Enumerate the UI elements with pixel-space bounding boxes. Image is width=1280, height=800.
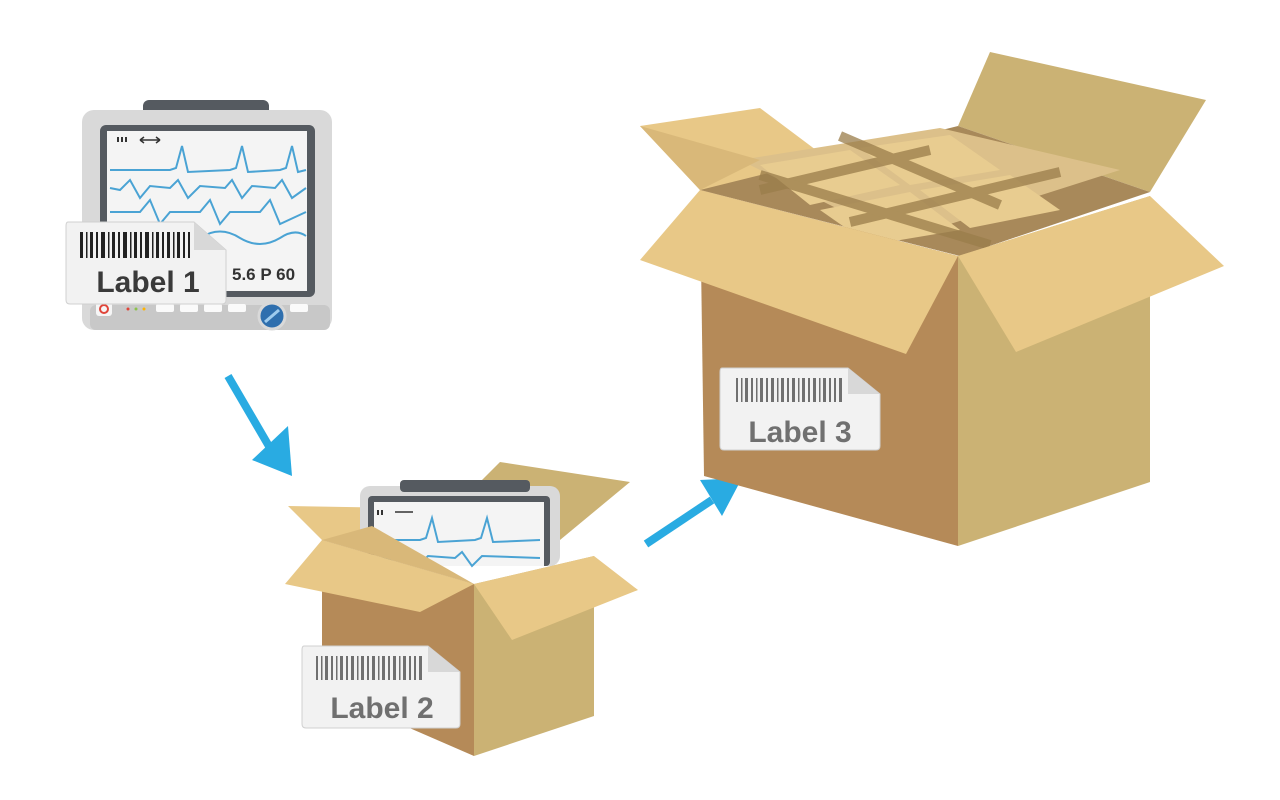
- label-2-text: Label 2: [330, 692, 433, 725]
- arrow-down-right-icon: [224, 373, 292, 476]
- barcode-icon: [80, 232, 190, 258]
- large-box: [640, 52, 1224, 546]
- waveform-1: [110, 145, 307, 174]
- label-3-text: Label 3: [748, 416, 851, 449]
- power-icon: [99, 304, 109, 314]
- label-1-text: Label 1: [96, 266, 199, 299]
- barcode-icon: [316, 656, 422, 680]
- label-3-tag: Label 3: [719, 367, 881, 451]
- barcode-icon: [736, 378, 842, 402]
- monitor-readout: 5.6 P 60: [232, 265, 295, 284]
- waveform-3: [110, 198, 307, 226]
- label-1-tag: Label 1: [65, 221, 227, 305]
- waveform-2: [109, 178, 307, 200]
- label-2-tag: Label 2: [301, 645, 461, 729]
- arrow-up-right-icon: [643, 478, 742, 548]
